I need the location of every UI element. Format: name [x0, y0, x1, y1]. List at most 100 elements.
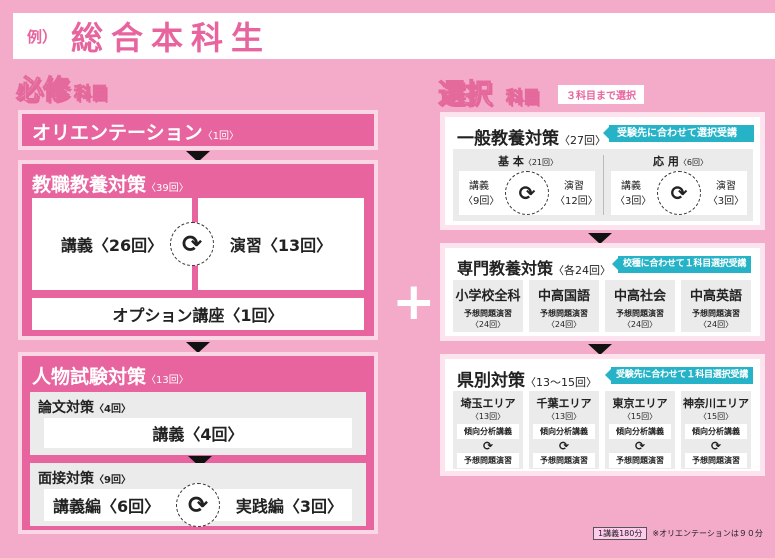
- page-title: 総合本科生: [71, 19, 272, 57]
- prefecture-box: 県別対策〈13〜15回〉 受験先に合わせて１科目選択受講 埼玉エリア 〈13回〉…: [440, 354, 765, 476]
- mensetsu-lecture: 講義編〈6回〉: [52, 497, 161, 516]
- divider: [603, 155, 604, 215]
- footer-unit: 1講義180分: [593, 527, 648, 540]
- elective-label: 選択: [438, 79, 493, 111]
- specialty-item-count: 〈24回〉: [470, 320, 506, 329]
- cycle-icon: ⟳: [170, 222, 214, 266]
- prefecture-practice: 予想問題演習: [685, 453, 747, 468]
- specialty-item[interactable]: 中高国語 予想問題演習 〈24回〉: [529, 280, 599, 332]
- applied-content: 講義〈3回〉 ⟳ 演習〈3回〉: [611, 171, 747, 215]
- general-tag: 受験先に合わせて選択受講: [603, 125, 754, 142]
- prefecture-practice: 予想問題演習: [533, 453, 595, 468]
- arrow-down-icon: [188, 456, 212, 467]
- cycle-icon: ⟳: [505, 171, 549, 215]
- specialty-desc: 予想問題演習: [464, 309, 512, 318]
- arrow-down-icon: [186, 342, 210, 353]
- cycle-icon: ⟳: [558, 439, 570, 453]
- header: 例） 総合本科生: [13, 13, 775, 59]
- arrow-down-icon: [186, 151, 210, 162]
- prefecture-item[interactable]: 埼玉エリア 〈13回〉 傾向分析講義 ⟳ 予想問題演習: [453, 391, 523, 469]
- prefecture-item[interactable]: 神奈川エリア 〈15回〉 傾向分析講義 ⟳ 予想問題演習: [681, 391, 751, 469]
- arrow-down-icon: [588, 233, 612, 244]
- orientation-title: オリエンテーション: [32, 122, 203, 144]
- jinbutsu-box: 人物試験対策〈13回〉 論文対策〈4回〉 講義〈4回〉 面接対策〈9回〉 講義編…: [18, 352, 378, 534]
- basic-lecture-count: 〈9回〉: [463, 196, 500, 207]
- kyoshoku-title: 教職教養対策: [32, 174, 147, 196]
- specialty-name: 小学校全科: [455, 289, 521, 304]
- applied-title: 応 用〈6回〉: [608, 153, 753, 169]
- kyoshoku-count: 〈39回〉: [146, 183, 189, 194]
- footer-note: ※オリエンテーションは９０分: [652, 529, 763, 538]
- specialty-item[interactable]: 中高英語 予想問題演習 〈24回〉: [681, 280, 751, 332]
- mensetsu-count: 〈9回〉: [94, 475, 131, 486]
- prefecture-practice: 予想問題演習: [609, 453, 671, 468]
- specialty-desc: 予想問題演習: [540, 309, 588, 318]
- specialty-name: 中高国語: [537, 289, 590, 304]
- basic-content: 講義〈9回〉 ⟳ 演習〈12回〉: [459, 171, 598, 215]
- specialty-item-count: 〈24回〉: [698, 320, 734, 329]
- applied-lecture-count: 〈3回〉: [615, 196, 652, 207]
- basic-practice: 演習: [564, 181, 584, 192]
- required-suffix: 科目: [74, 84, 109, 105]
- applied-label: 応 用: [653, 155, 679, 168]
- basic-title: 基 本〈21回〉: [453, 153, 603, 169]
- specialty-desc: 予想問題演習: [616, 309, 664, 318]
- applied-lecture: 講義: [621, 181, 641, 192]
- prefecture-title: 県別対策: [457, 371, 525, 391]
- prefecture-item-count: 〈15回〉: [622, 412, 658, 421]
- prefecture-lecture: 傾向分析講義: [685, 424, 747, 439]
- kyoshoku-practice: 演習〈13回〉: [198, 198, 364, 290]
- mensetsu-title: 面接対策: [38, 471, 94, 487]
- cycle-icon: ⟳: [657, 171, 701, 215]
- prefecture-tag: 受験先に合わせて１科目選択受講: [604, 367, 754, 384]
- prefecture-item-count: 〈13回〉: [470, 412, 506, 421]
- prefecture-practice: 予想問題演習: [457, 453, 519, 468]
- prefecture-item[interactable]: 千葉エリア 〈13回〉 傾向分析講義 ⟳ 予想問題演習: [529, 391, 599, 469]
- specialty-name: 中高英語: [689, 289, 742, 304]
- specialty-count: 〈各24回〉: [553, 264, 612, 277]
- general-panel: 基 本〈21回〉 応 用〈6回〉 講義〈9回〉 ⟳ 演習〈12回〉 講義〈3回〉…: [453, 149, 753, 221]
- prefecture-item-count: 〈13回〉: [546, 412, 582, 421]
- arrow-down-icon: [588, 344, 612, 355]
- specialty-box: 専門教養対策〈各24回〉 校種に合わせて１科目選択受講 小学校全科 予想問題演習…: [440, 243, 765, 341]
- kyoshoku-box: 教職教養対策〈39回〉 講義〈26回〉 演習〈13回〉 ⟳ オプション講座〈1回…: [18, 160, 378, 340]
- specialty-item[interactable]: 小学校全科 予想問題演習 〈24回〉: [453, 280, 523, 332]
- prefecture-lecture: 傾向分析講義: [609, 424, 671, 439]
- specialty-item[interactable]: 中高社会 予想問題演習 〈24回〉: [605, 280, 675, 332]
- applied-practice-count: 〈3回〉: [707, 196, 745, 207]
- specialty-title: 専門教養対策: [457, 259, 554, 278]
- option-course: オプション講座〈1回〉: [32, 298, 364, 330]
- mensetsu-box: 面接対策〈9回〉 講義編〈6回〉 実践編〈3回〉 ⟳: [30, 463, 366, 527]
- jinbutsu-title: 人物試験対策: [32, 366, 147, 388]
- prefecture-item[interactable]: 東京エリア 〈15回〉 傾向分析講義 ⟳ 予想問題演習: [605, 391, 675, 469]
- prefecture-name: 東京エリア: [612, 397, 668, 410]
- specialty-desc: 予想問題演習: [692, 309, 740, 318]
- mensetsu-practice: 実践編〈3回〉: [235, 497, 344, 516]
- elective-suffix: 科目: [506, 88, 541, 109]
- basic-label: 基 本: [497, 155, 524, 168]
- prefecture-lecture: 傾向分析講義: [457, 424, 519, 439]
- specialty-tag: 校種に合わせて１科目選択受講: [611, 256, 752, 273]
- orientation-box: オリエンテーション〈1回〉: [18, 110, 378, 150]
- ronbun-lecture: 講義〈4回〉: [44, 418, 352, 448]
- ronbun-box: 論文対策〈4回〉 講義〈4回〉: [30, 392, 366, 455]
- general-title: 一般教養対策: [457, 129, 559, 149]
- elective-note: ３科目まで選択: [558, 85, 644, 104]
- prefecture-lecture: 傾向分析講義: [533, 424, 595, 439]
- prefecture-name: 埼玉エリア: [460, 397, 516, 410]
- prefecture-item-count: 〈15回〉: [698, 412, 734, 421]
- kyoshoku-lecture: 講義〈26回〉: [32, 198, 192, 290]
- required-label: 必修: [16, 75, 71, 107]
- specialty-name: 中高社会: [613, 289, 666, 304]
- ronbun-count: 〈4回〉: [94, 404, 131, 415]
- plus-icon: +: [392, 272, 436, 332]
- basic-count: 〈21回〉: [523, 158, 559, 167]
- example-label: 例）: [27, 27, 58, 46]
- applied-practice: 演習: [716, 181, 736, 192]
- cycle-icon: ⟳: [634, 439, 646, 453]
- general-box: 一般教養対策〈27回〉 受験先に合わせて選択受講 基 本〈21回〉 応 用〈6回…: [440, 112, 765, 230]
- prefecture-name: 千葉エリア: [536, 397, 592, 410]
- elective-heading: 選択科目: [438, 72, 541, 111]
- footer: 1講義180分 ※オリエンテーションは９０分: [593, 527, 763, 540]
- cycle-icon: ⟳: [710, 439, 722, 453]
